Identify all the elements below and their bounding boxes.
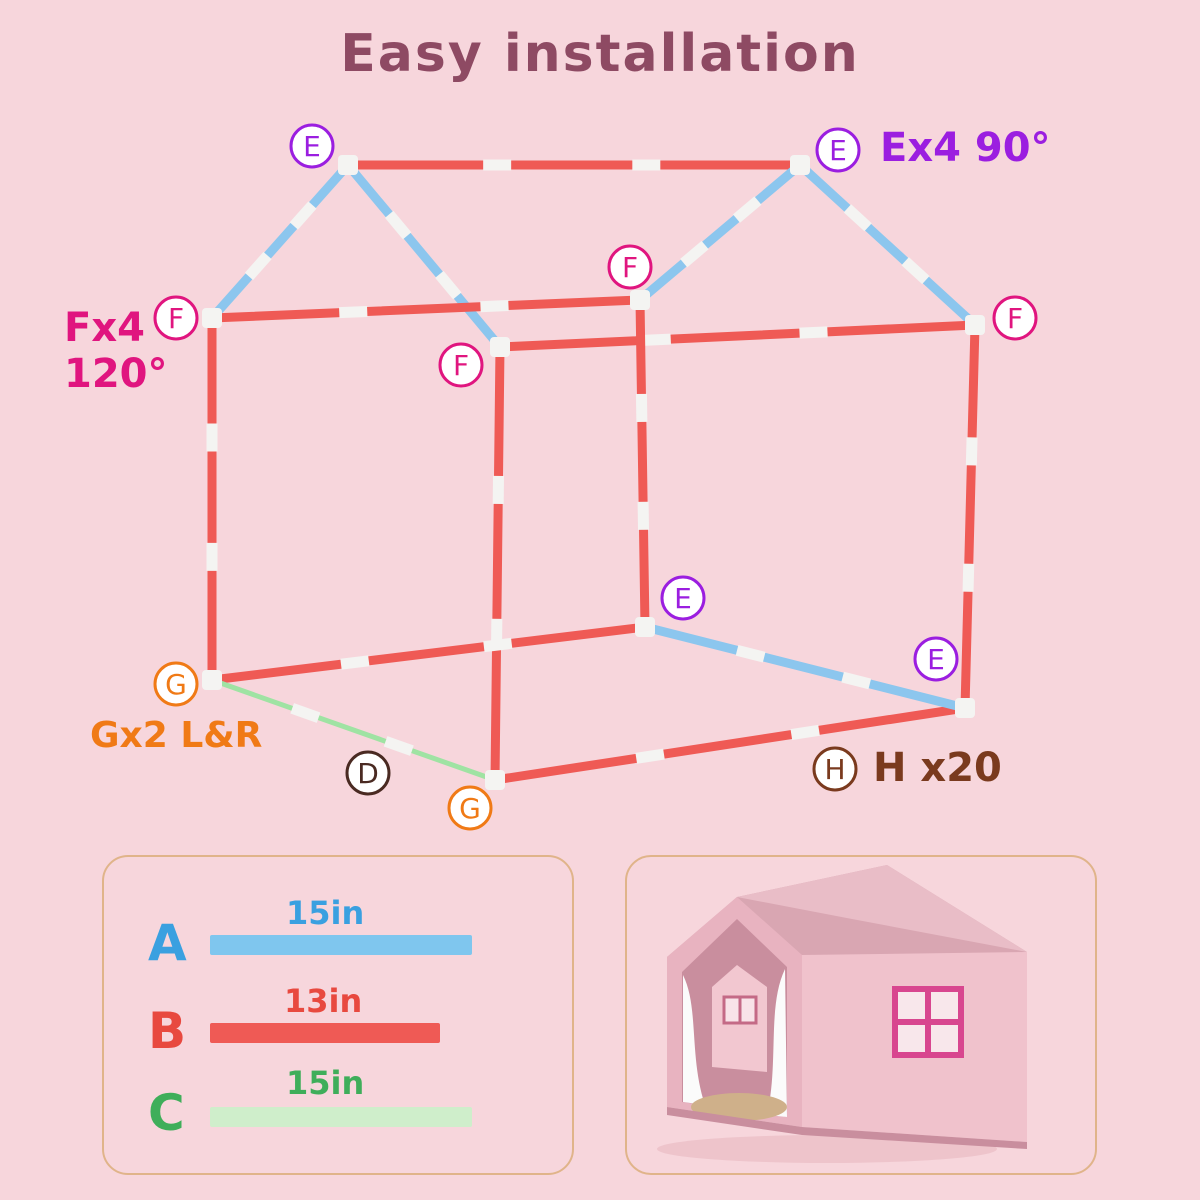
base-right-side-tube-coupler-1 (635, 748, 665, 764)
tube-swatch-b (210, 1023, 440, 1043)
right-curtain (767, 969, 787, 1117)
joint-BFr (955, 698, 975, 718)
joint-FL (202, 308, 222, 328)
base-right-side-tube (490, 703, 970, 785)
base-left-side-tube (207, 622, 650, 685)
joint-BLb (202, 670, 222, 690)
frame-tubes (206, 159, 980, 785)
play-house-tent-illustration (657, 865, 1027, 1163)
left-curtain (683, 975, 705, 1105)
roof-left-front-tube-coupler-2 (244, 251, 272, 281)
connector-badge-letter: F (622, 251, 638, 284)
roof-left-back-tube-coupler-2 (435, 270, 462, 300)
connector-badge-letter: F (453, 349, 469, 382)
connector-badge-letter: G (165, 668, 187, 701)
connector-badge-letter: E (927, 643, 945, 676)
post-right-tube (960, 320, 980, 713)
base-left-side-tube-coupler-2 (483, 637, 513, 653)
roof-left-back-tube-coupler-1 (384, 210, 412, 240)
joint-roofR (790, 155, 810, 175)
e-connector-callout: Ex4 90° (880, 125, 1051, 171)
top-left-side-tube-coupler-2 (480, 300, 509, 313)
roof-left-front-tube (207, 160, 353, 323)
connector-badge-f-7: F (992, 295, 1038, 341)
f-angle-label: 120° (64, 351, 168, 397)
connector-badge-d-11: D (345, 750, 391, 796)
post-right-tube-coupler-1 (965, 437, 978, 466)
base-back-tube-coupler-2 (841, 671, 872, 690)
connector-badge-letter: F (168, 302, 184, 335)
joint-roofL (338, 155, 358, 175)
base-front-tube-coupler-1 (290, 703, 321, 723)
tube-length-c: 15in (286, 1064, 365, 1102)
tube-length-a: 15in (286, 894, 365, 932)
joint-BRb (635, 617, 655, 637)
connector-badge-letter: E (674, 582, 692, 615)
tube-legend-panel: A 15in B 13in C 15in (102, 855, 574, 1175)
tube-letter-b: B (148, 1002, 187, 1060)
roof-right-front-tube-coupler-1 (732, 196, 762, 223)
joint-FLback (630, 290, 650, 310)
tube-letter-c: C (148, 1084, 185, 1142)
roof-right-front-tube-coupler-2 (680, 240, 709, 268)
top-right-side-tube-coupler-1 (642, 333, 671, 346)
connector-badge-letter: E (829, 134, 847, 167)
top-left-side-tube-coupler-1 (339, 305, 368, 319)
top-left-side-tube (207, 295, 645, 323)
roof-left-front-tube-coupler-1 (289, 201, 317, 230)
tube-swatch-a (210, 935, 472, 955)
connector-badge-g-10: G (447, 785, 493, 831)
connector-badge-f-6: F (153, 295, 199, 341)
post-back-tube (635, 295, 650, 632)
f-connector-callout: Fx4 120° (64, 305, 168, 397)
e-count-label: Ex4 90° (880, 125, 1051, 171)
connector-badge-e-3: E (660, 575, 706, 621)
connector-badge-f-8: F (438, 342, 484, 388)
roof-right-back-tube-coupler-2 (901, 257, 930, 285)
connector-badge-e-2: E (815, 127, 861, 173)
connector-badge-letter: H (824, 753, 845, 786)
top-right-side-tube (495, 320, 980, 352)
fluffy-rug (691, 1093, 787, 1121)
connector-badge-e-1: E (289, 123, 335, 169)
tube-swatch-c (210, 1107, 472, 1127)
connector-badge-letter: F (1007, 302, 1023, 335)
tube-length-b: 13in (284, 982, 363, 1020)
page-title: Easy installation (340, 24, 860, 84)
h-count-label: H x20 (873, 745, 1002, 791)
joint-FR (965, 315, 985, 335)
joint-BFb (485, 770, 505, 790)
connector-badge-h-12: H (812, 746, 858, 792)
g-connector-callout: Gx2 L&R (90, 713, 262, 759)
roof-right-back-tube-coupler-1 (843, 204, 872, 232)
connector-badge-e-4: E (913, 636, 959, 682)
connector-badge-letter: G (459, 792, 481, 825)
roof-right-front-tube (635, 160, 805, 305)
g-count-label: Gx2 L&R (90, 715, 263, 756)
h-connector-callout: H x20 (873, 745, 1002, 791)
base-back-tube-coupler-1 (735, 644, 766, 663)
base-back-tube (640, 622, 970, 713)
base-left-side-tube-coupler-1 (340, 655, 370, 670)
post-front-tube (490, 342, 505, 785)
tent-photo-panel (625, 855, 1097, 1175)
joint-FF (490, 337, 510, 357)
connector-badge-f-5: F (607, 244, 653, 290)
base-front-tube-coupler-2 (383, 736, 414, 756)
connector-badge-letter: D (357, 757, 379, 790)
connector-badge-g-9: G (153, 661, 199, 707)
connector-badges: E E E E F F F F G G D H (153, 123, 1038, 831)
base-right-side-tube-coupler-2 (790, 724, 820, 741)
base-front-tube (209, 677, 498, 783)
f-count-label: Fx4 (64, 305, 145, 351)
roof-right-back-tube (795, 160, 980, 330)
frame-joints (202, 155, 985, 790)
top-right-side-tube-coupler-2 (799, 326, 828, 339)
tube-letter-a: A (148, 914, 187, 972)
roof-left-back-tube (343, 160, 505, 352)
post-right-tube-coupler-2 (962, 563, 975, 592)
connector-badge-letter: E (303, 130, 321, 163)
